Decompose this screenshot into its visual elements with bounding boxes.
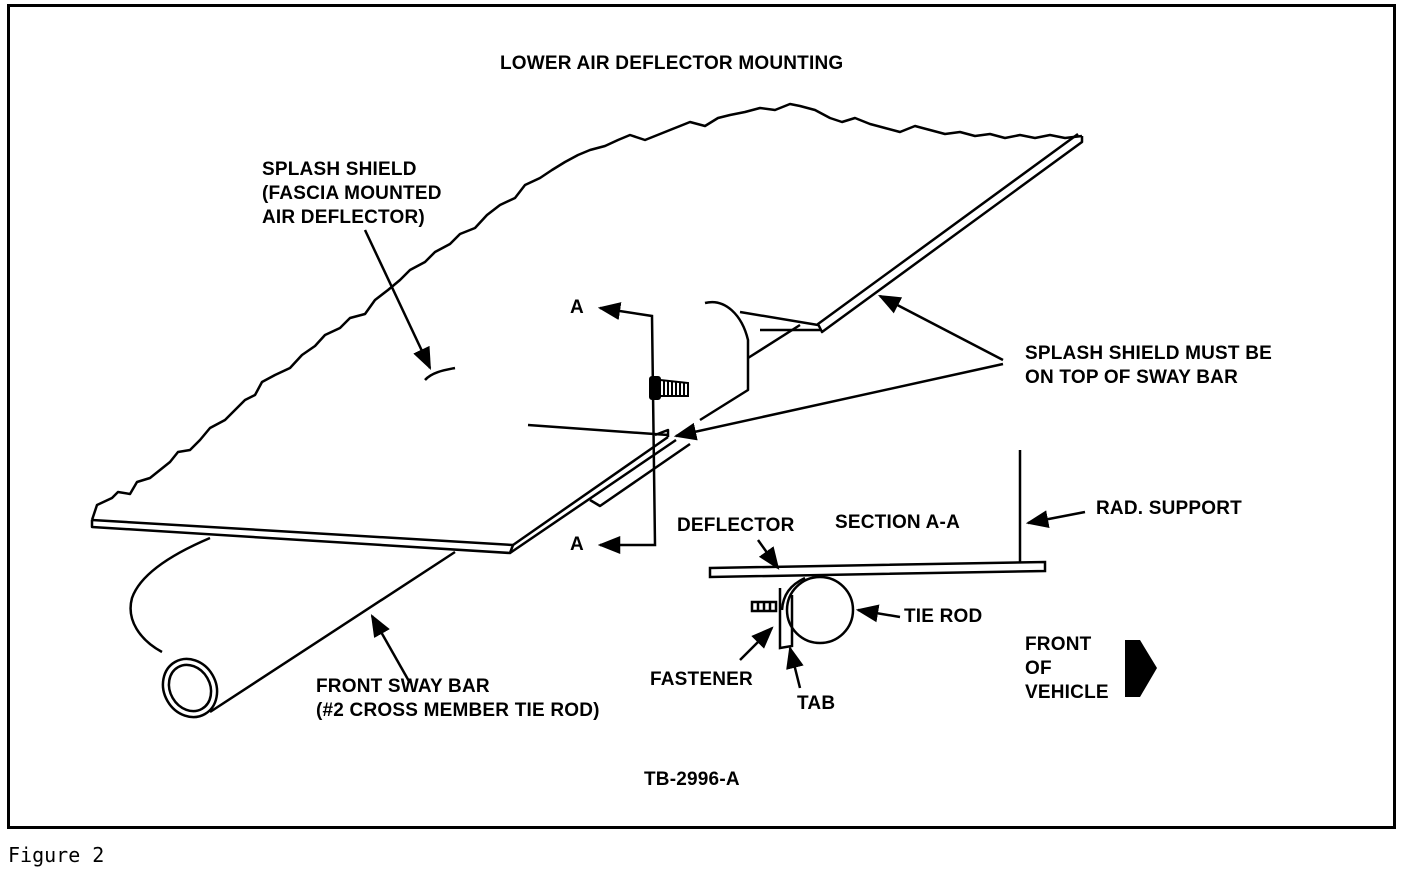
figure-caption: Figure 2 [8,843,105,867]
sway-bar-drawing [129,536,456,719]
fastener-label: FASTENER [650,669,753,690]
figure-frame [7,4,1396,829]
section-cut-line [597,302,657,554]
leader-lines [363,229,1086,689]
splash-shield-drawing [90,102,1084,555]
section-label: SECTION A-A [835,512,960,533]
front-direction-arrow [1125,640,1157,697]
diagram-title: LOWER AIR DEFLECTOR MOUNTING [500,53,844,74]
section-a-a-drawing [708,450,1047,650]
bolt-drawing [649,376,689,400]
must-be-on-top-label: SPLASH SHIELD MUST BE ON TOP OF SWAY BAR [1025,343,1272,388]
front-of-vehicle-label: FRONT OF VEHICLE [1025,634,1109,703]
tab-label: TAB [797,693,836,714]
rad-support-label: RAD. SUPPORT [1096,498,1242,519]
section-mark-top: A [570,297,584,318]
deflector-label: DEFLECTOR [677,515,795,536]
figure-code: TB-2996-A [644,769,740,790]
front-sway-bar-label: FRONT SWAY BAR (#2 CROSS MEMBER TIE ROD) [316,676,600,721]
tie-rod-label: TIE ROD [904,606,983,627]
section-mark-bottom: A [570,534,584,555]
splash-shield-label: SPLASH SHIELD (FASCIA MOUNTED AIR DEFLEC… [262,159,442,228]
